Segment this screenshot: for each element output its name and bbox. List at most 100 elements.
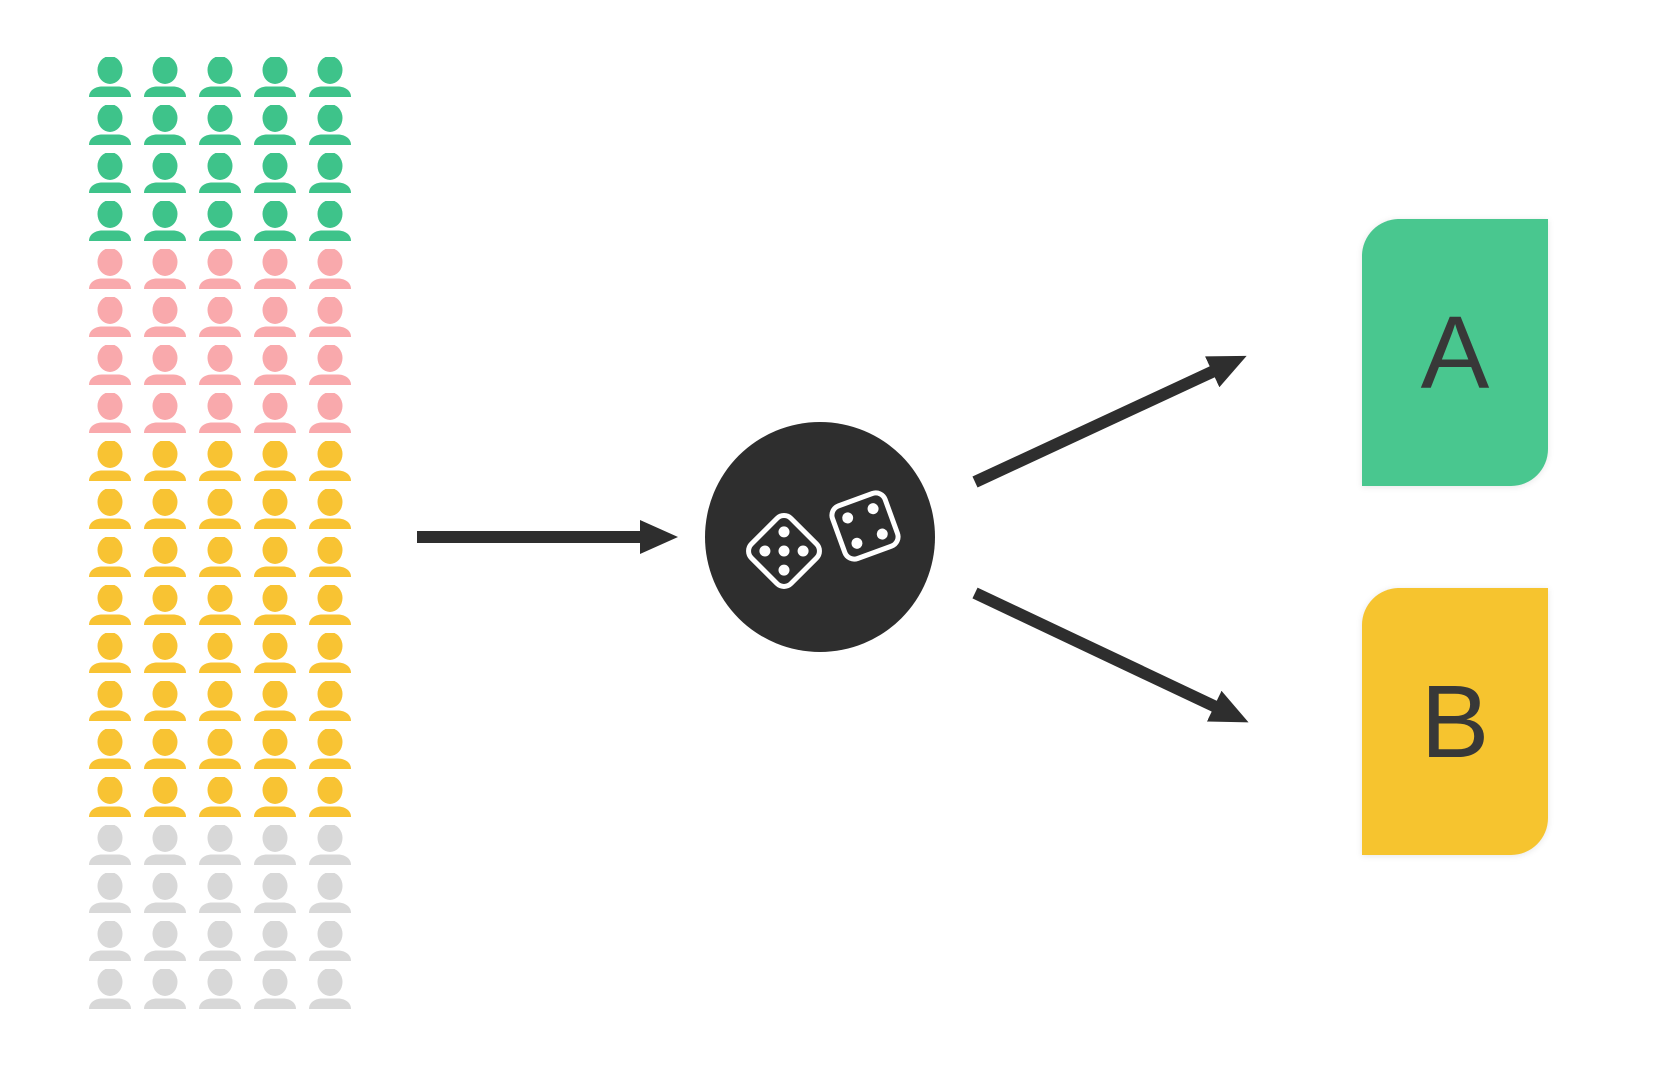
person-icon xyxy=(144,345,186,385)
person-icon xyxy=(89,441,131,481)
person-icon xyxy=(199,153,241,193)
person-icon xyxy=(89,537,131,577)
person-icon xyxy=(199,969,241,1009)
person-icon xyxy=(199,873,241,913)
person-icon xyxy=(199,393,241,433)
person-icon xyxy=(254,633,296,673)
person-icon xyxy=(89,681,131,721)
person-icon xyxy=(144,297,186,337)
person-icon xyxy=(89,297,131,337)
person-icon xyxy=(89,585,131,625)
person-icon xyxy=(254,729,296,769)
person-icon xyxy=(144,393,186,433)
person-icon xyxy=(254,585,296,625)
person-icon xyxy=(89,57,131,97)
person-icon xyxy=(309,585,351,625)
person-icon xyxy=(309,249,351,289)
person-icon xyxy=(254,105,296,145)
person-icon xyxy=(309,153,351,193)
person-icon xyxy=(309,681,351,721)
person-icon xyxy=(254,297,296,337)
person-icon xyxy=(309,441,351,481)
person-icon xyxy=(199,57,241,97)
person-icon xyxy=(254,489,296,529)
person-icon xyxy=(144,921,186,961)
person-icon xyxy=(144,441,186,481)
person-icon xyxy=(254,537,296,577)
outcome-label-a: A xyxy=(1420,295,1490,410)
person-icon xyxy=(254,393,296,433)
person-icon xyxy=(309,921,351,961)
person-icon xyxy=(309,57,351,97)
person-icon xyxy=(199,441,241,481)
person-icon xyxy=(199,537,241,577)
person-icon xyxy=(144,681,186,721)
person-icon xyxy=(199,729,241,769)
person-icon xyxy=(309,729,351,769)
population-grid xyxy=(88,57,352,1009)
person-icon xyxy=(309,873,351,913)
person-icon xyxy=(309,969,351,1009)
person-icon xyxy=(254,345,296,385)
person-icon xyxy=(144,729,186,769)
person-icon xyxy=(199,921,241,961)
person-icon xyxy=(89,105,131,145)
person-icon xyxy=(199,249,241,289)
person-icon xyxy=(89,393,131,433)
person-icon xyxy=(89,729,131,769)
person-icon xyxy=(144,105,186,145)
person-icon xyxy=(309,345,351,385)
person-icon xyxy=(144,585,186,625)
person-icon xyxy=(89,153,131,193)
person-icon xyxy=(309,537,351,577)
arrow-to-a xyxy=(972,355,1247,488)
person-icon xyxy=(254,681,296,721)
person-icon xyxy=(254,249,296,289)
person-icon xyxy=(199,585,241,625)
person-icon xyxy=(254,201,296,241)
person-icon xyxy=(254,153,296,193)
person-icon xyxy=(199,489,241,529)
person-icon xyxy=(309,633,351,673)
person-icon xyxy=(309,777,351,817)
person-icon xyxy=(144,825,186,865)
die-five xyxy=(746,513,822,589)
person-icon xyxy=(144,537,186,577)
person-icon xyxy=(144,489,186,529)
person-icon xyxy=(89,825,131,865)
person-icon xyxy=(309,105,351,145)
outcome-label-b: B xyxy=(1420,664,1490,779)
person-icon xyxy=(199,825,241,865)
person-icon xyxy=(144,153,186,193)
person-icon xyxy=(309,201,351,241)
outcome-card-a: A xyxy=(1362,219,1548,486)
person-icon xyxy=(89,201,131,241)
person-icon xyxy=(254,921,296,961)
person-icon xyxy=(89,969,131,1009)
person-icon xyxy=(254,969,296,1009)
person-icon xyxy=(199,777,241,817)
person-icon xyxy=(199,345,241,385)
person-icon xyxy=(144,249,186,289)
person-icon xyxy=(254,441,296,481)
person-icon xyxy=(89,249,131,289)
person-icon xyxy=(144,57,186,97)
person-icon xyxy=(89,345,131,385)
person-icon xyxy=(309,825,351,865)
person-icon xyxy=(89,873,131,913)
person-icon xyxy=(199,297,241,337)
die-four xyxy=(829,490,901,562)
dice-icon xyxy=(746,490,901,589)
outcome-card-b: B xyxy=(1362,588,1548,855)
person-icon xyxy=(254,873,296,913)
arrow-to-b xyxy=(972,587,1249,723)
person-icon xyxy=(144,873,186,913)
person-icon xyxy=(89,777,131,817)
randomizer-circle xyxy=(705,422,935,652)
person-icon xyxy=(199,201,241,241)
person-icon xyxy=(89,921,131,961)
person-icon xyxy=(144,969,186,1009)
person-icon xyxy=(89,489,131,529)
person-icon xyxy=(254,777,296,817)
